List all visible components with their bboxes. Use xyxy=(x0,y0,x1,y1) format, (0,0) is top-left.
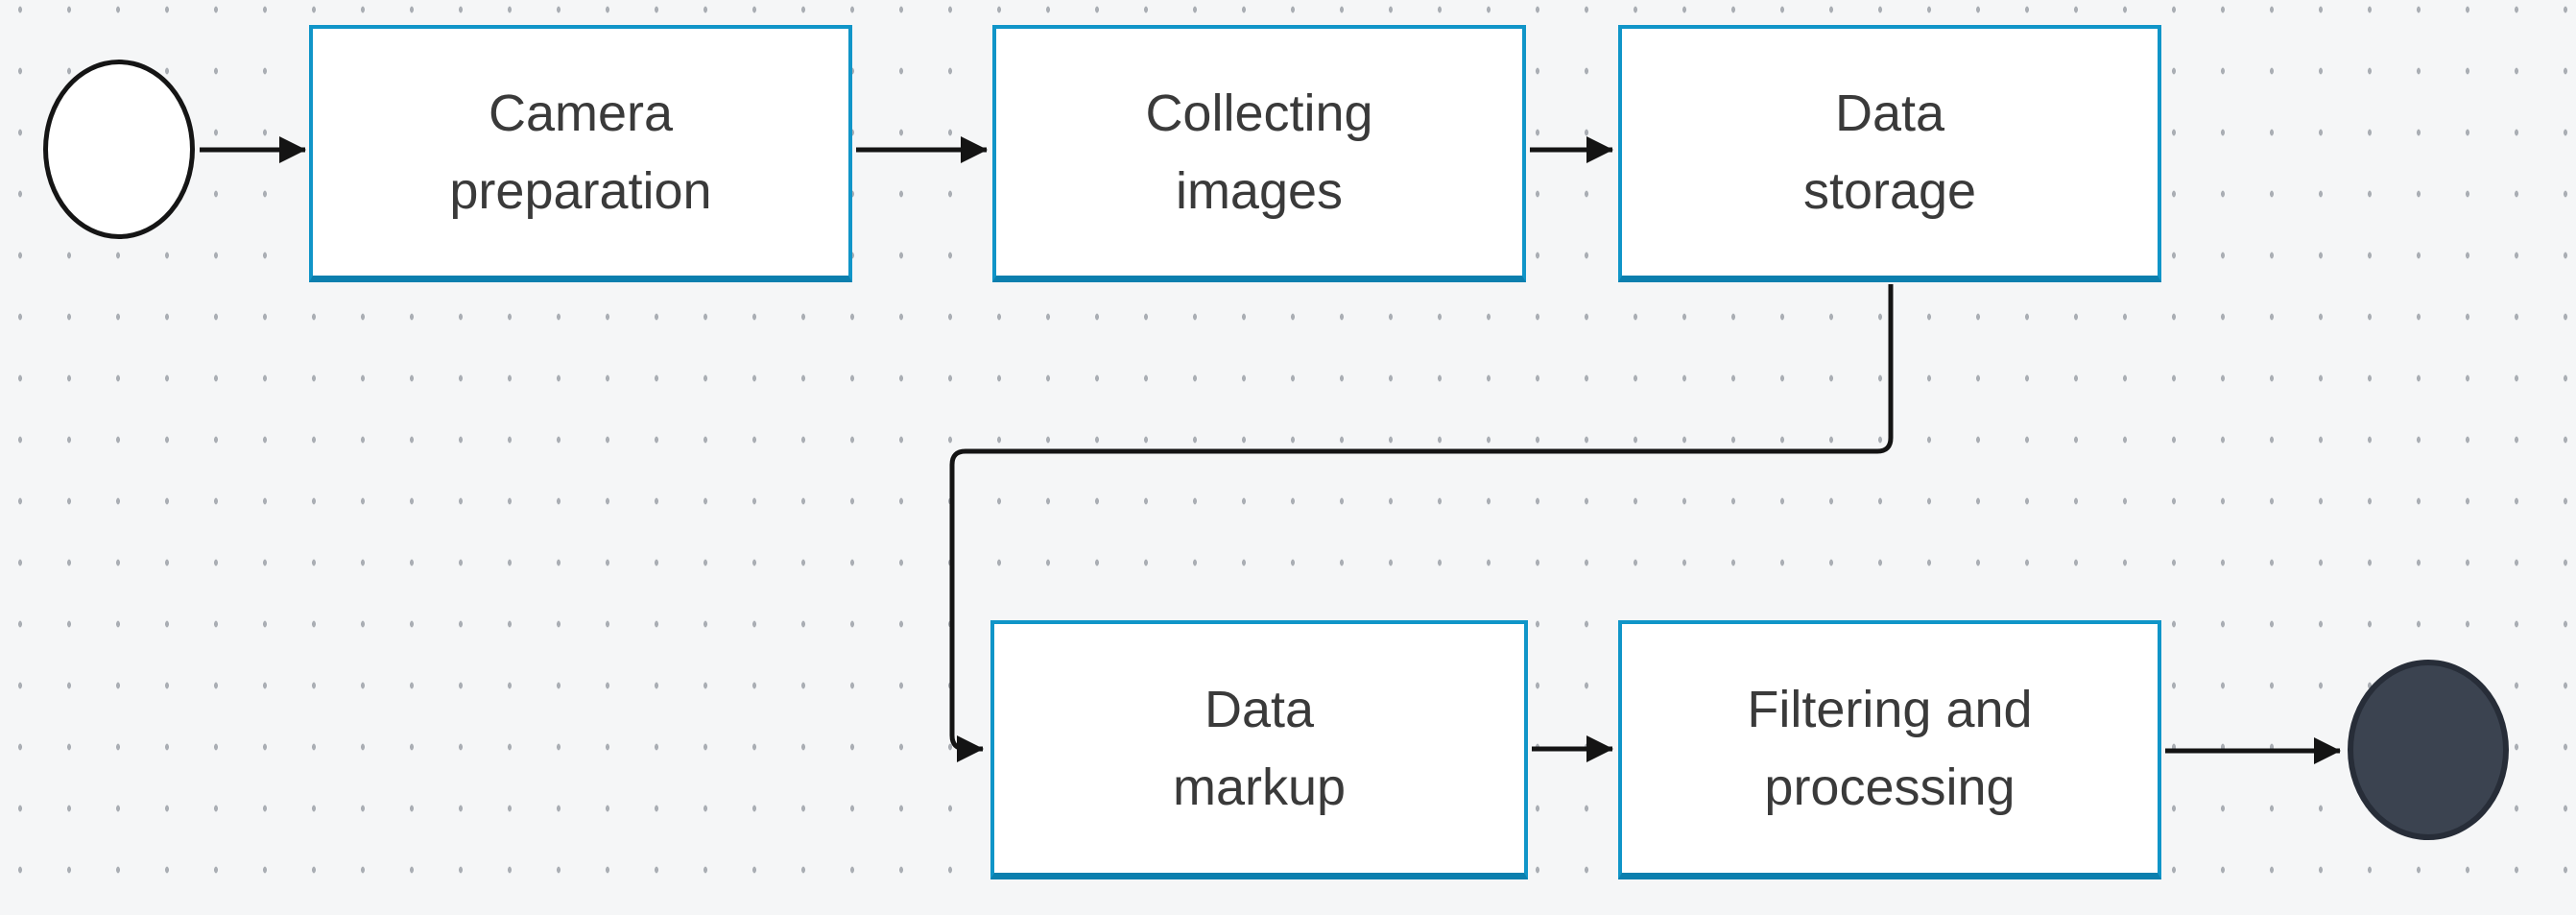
node-camera-preparation[interactable]: Camera preparation xyxy=(309,25,852,282)
node-label-line: Collecting xyxy=(1145,84,1373,142)
node-label-line: Filtering and xyxy=(1747,680,2033,738)
node-label-line: preparation xyxy=(449,161,712,220)
edge-data-storage-to-data-markup[interactable] xyxy=(949,284,1894,762)
node-label-line: storage xyxy=(1802,161,1977,220)
start-event-node[interactable] xyxy=(43,60,195,239)
node-data-markup[interactable]: Data markup xyxy=(990,620,1528,879)
node-label-line: Data xyxy=(1204,680,1315,738)
node-filtering-and-processing[interactable]: Filtering and processing xyxy=(1618,620,2161,879)
end-event-node[interactable] xyxy=(2348,660,2509,840)
node-data-storage[interactable]: Data storage xyxy=(1618,25,2161,282)
node-label-line: images xyxy=(1175,161,1344,220)
node-label-line: markup xyxy=(1172,758,1347,816)
node-label-line: Camera xyxy=(488,84,674,142)
node-label-line: Data xyxy=(1834,84,1945,142)
node-label-line: processing xyxy=(1764,758,2015,816)
node-collecting-images[interactable]: Collecting images xyxy=(992,25,1526,282)
